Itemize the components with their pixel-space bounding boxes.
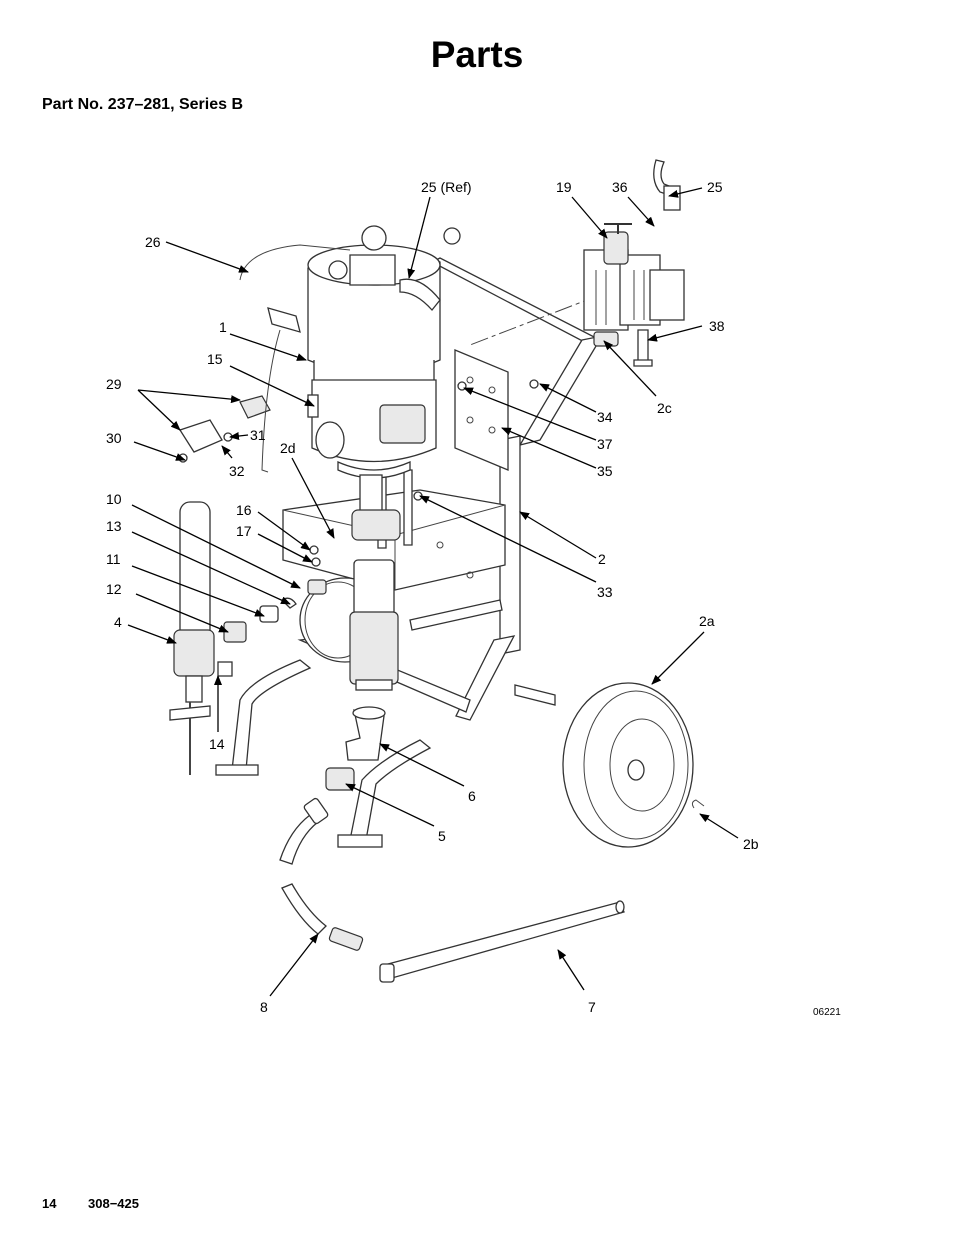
callout-25: 25 — [707, 179, 723, 195]
callout-38: 38 — [709, 318, 725, 334]
callout-29: 29 — [106, 376, 122, 392]
callout-2d: 2d — [280, 440, 296, 456]
callout-1: 1 — [219, 319, 227, 335]
callout-32: 32 — [229, 463, 245, 479]
callout-4: 4 — [114, 614, 122, 630]
callout-30: 30 — [106, 430, 122, 446]
figure-id: 06221 — [813, 1007, 841, 1018]
callout-13: 13 — [106, 518, 122, 534]
callout-34: 34 — [597, 409, 613, 425]
displacement-pump — [349, 474, 401, 691]
callout-2: 2 — [598, 551, 606, 567]
page-title: Parts — [430, 34, 524, 75]
callout-10: 10 — [106, 491, 122, 507]
document-number: 308−425 — [88, 1196, 139, 1211]
page-footer: 14 308−425 — [42, 1196, 139, 1211]
callout-25-ref: 25 (Ref) — [421, 179, 472, 195]
callout-11: 11 — [106, 551, 121, 567]
callout-labels: 25 (Ref) 19 36 25 26 1 15 38 29 30 31 32… — [106, 179, 841, 1018]
callout-12: 12 — [106, 581, 122, 597]
callout-16: 16 — [236, 502, 252, 518]
wheel-front — [562, 682, 705, 848]
callout-8: 8 — [260, 999, 268, 1015]
fluid-filter — [169, 501, 215, 775]
callout-2b: 2b — [743, 836, 759, 852]
callout-26: 26 — [145, 234, 161, 250]
callout-7: 7 — [588, 999, 596, 1015]
callout-2a: 2a — [699, 613, 715, 629]
page-number: 14 — [42, 1196, 57, 1211]
air-regulator-assembly — [583, 159, 685, 367]
callout-2c: 2c — [657, 400, 672, 416]
callout-19: 19 — [556, 179, 572, 195]
callout-14: 14 — [209, 736, 225, 752]
callout-17: 17 — [236, 523, 252, 539]
callout-5: 5 — [438, 828, 446, 844]
callout-36: 36 — [612, 179, 628, 195]
callout-leaders — [127, 187, 739, 997]
callout-6: 6 — [468, 788, 476, 804]
callout-15: 15 — [207, 351, 223, 367]
callout-37: 37 — [597, 436, 613, 452]
hoses — [279, 797, 625, 983]
callout-33: 33 — [597, 584, 613, 600]
callout-31: 31 — [250, 427, 266, 443]
air-motor — [307, 225, 441, 479]
callout-35: 35 — [597, 463, 613, 479]
part-number-heading: Part No. 237–281, Series B — [42, 96, 244, 113]
